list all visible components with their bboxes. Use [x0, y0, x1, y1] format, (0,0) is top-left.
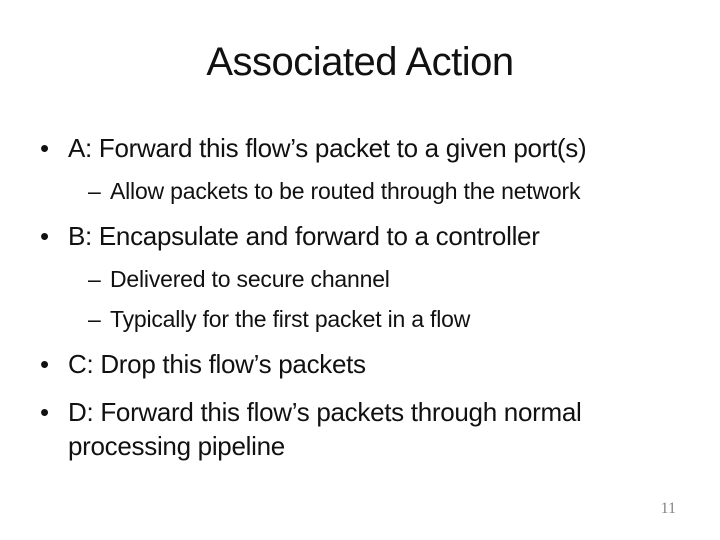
sub-bullet-text: Delivered to secure channel — [110, 266, 390, 292]
slide-content: • A: Forward this flow’s packet to a giv… — [40, 131, 692, 463]
bullet-text: C: Drop this flow’s packets — [68, 349, 366, 379]
sub-item-delivered: – Delivered to secure channel — [40, 265, 692, 293]
bullet-text: D: Forward this flow’s packets through n… — [68, 397, 582, 461]
bullet-item-a: • A: Forward this flow’s packet to a giv… — [40, 131, 692, 165]
page-number: 11 — [660, 500, 676, 517]
sub-bullet-text: Allow packets to be routed through the n… — [110, 178, 581, 204]
bullet-text: B: Encapsulate and forward to a controll… — [68, 221, 540, 251]
dash-icon: – — [88, 178, 101, 204]
sub-item-allow: – Allow packets to be routed through the… — [40, 177, 692, 205]
dash-icon: – — [88, 266, 101, 292]
bullet-item-d: • D: Forward this flow’s packets through… — [40, 395, 692, 463]
bullet-item-c: • C: Drop this flow’s packets — [40, 347, 692, 381]
sub-item-typically: – Typically for the first packet in a fl… — [40, 305, 692, 333]
bullet-icon: • — [40, 221, 49, 251]
bullet-text: A: Forward this flow’s packet to a given… — [68, 133, 587, 163]
bullet-icon: • — [40, 133, 49, 163]
dash-icon: – — [88, 306, 101, 332]
sub-bullet-text: Typically for the first packet in a flow — [110, 306, 471, 332]
bullet-icon: • — [40, 349, 49, 379]
slide-title: Associated Action — [206, 40, 514, 84]
bullet-icon: • — [40, 397, 49, 427]
bullet-item-b: • B: Encapsulate and forward to a contro… — [40, 219, 692, 253]
